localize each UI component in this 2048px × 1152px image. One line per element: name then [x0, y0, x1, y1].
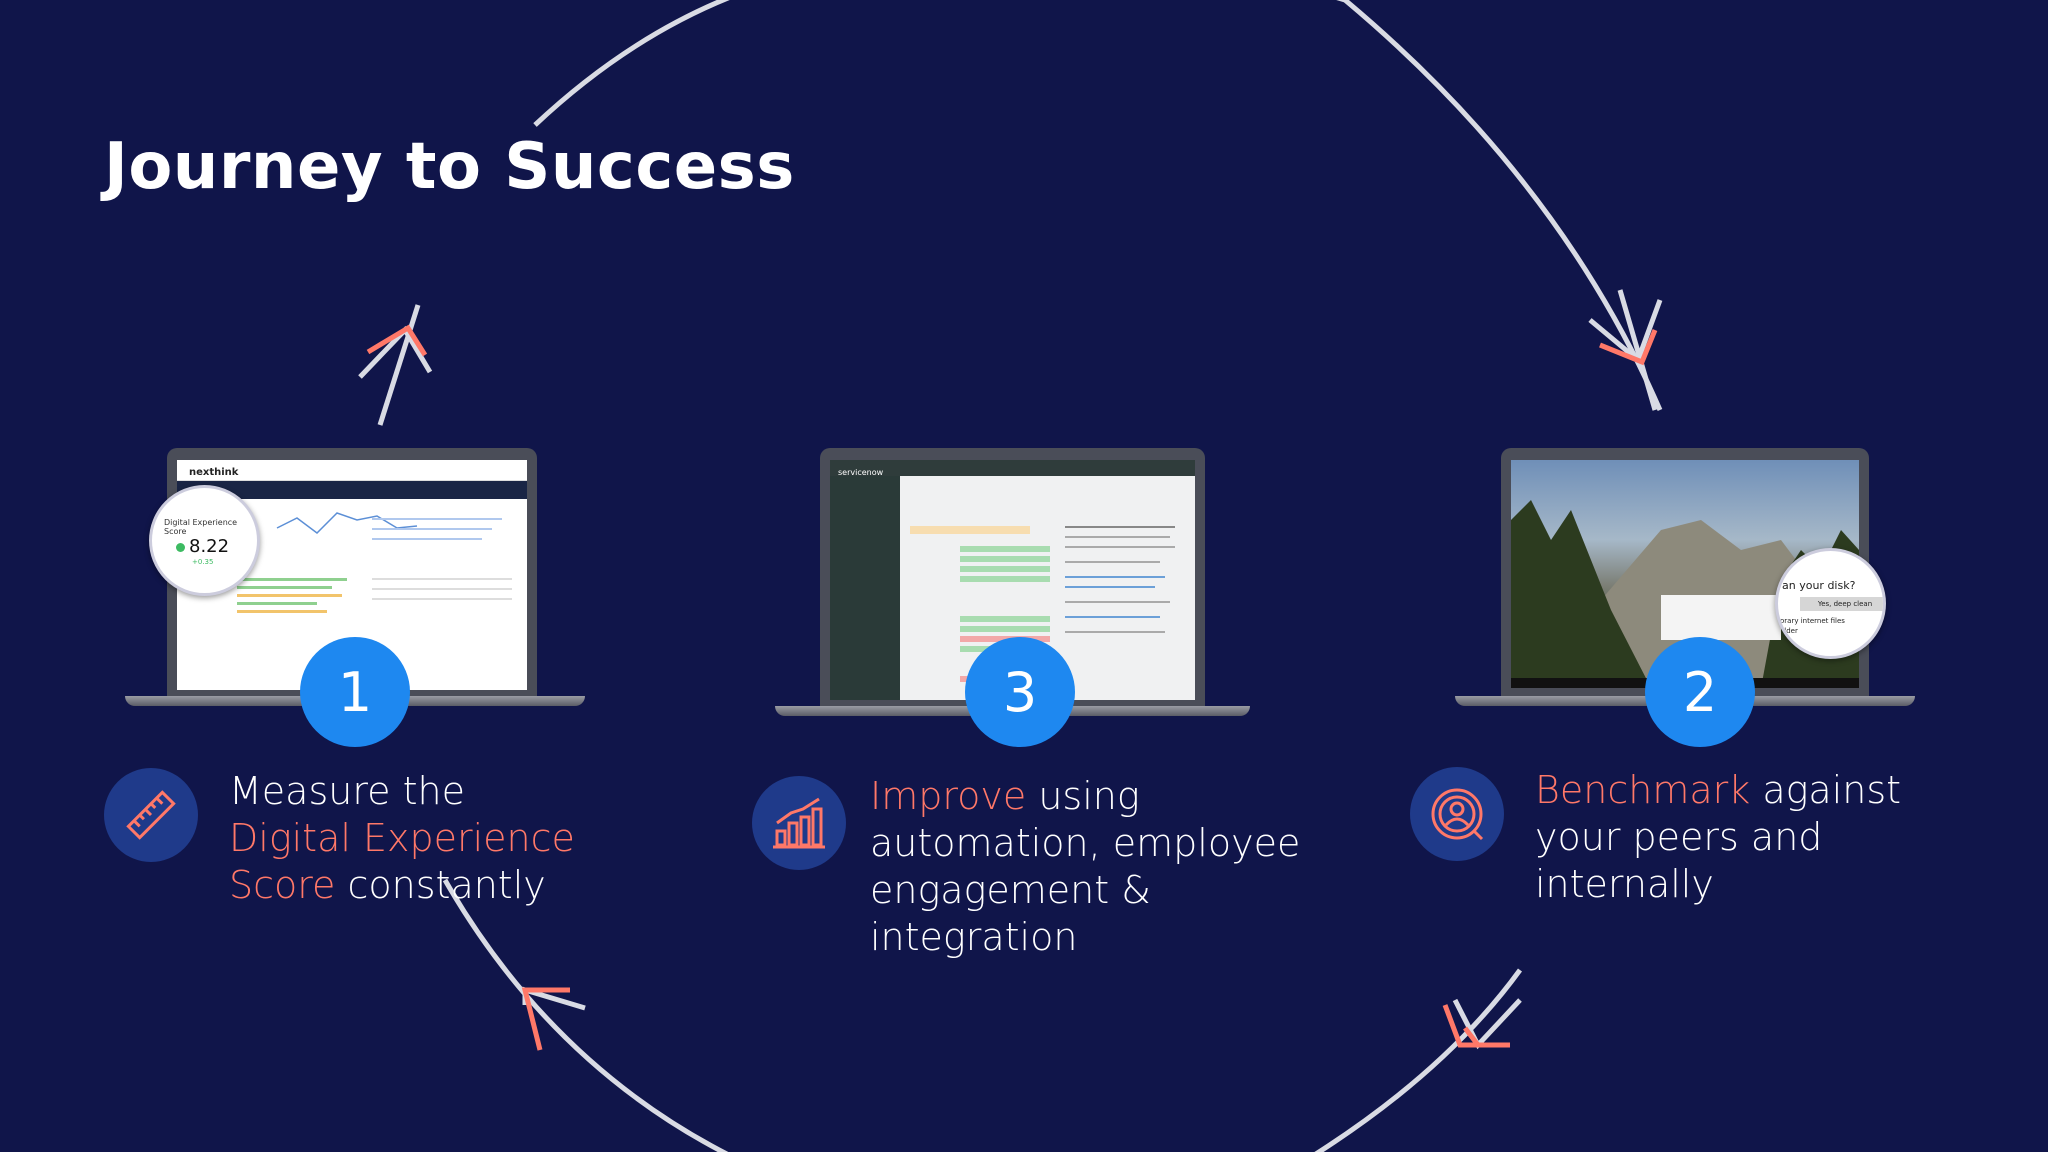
step-badge-2: 2 — [1645, 637, 1755, 747]
servicenow-sidebar — [830, 476, 900, 700]
brand-logo: nexthink — [189, 467, 239, 478]
arrow-downleft-icon — [1442, 998, 1522, 1050]
top-arc — [533, 0, 1663, 411]
dialog-question: an your disk? — [1782, 579, 1856, 592]
step-1-description: Measure the Digital Experience Score con… — [229, 768, 589, 909]
step-2-text-post: against your peers and internally — [1535, 768, 1902, 906]
ruler-icon — [104, 768, 198, 862]
step-3-text-post: using automation, employee engagement & … — [870, 774, 1301, 959]
score-widget: Digital Experience Score 8.22 +0.35 — [149, 485, 260, 596]
servicenow-header: servicenow — [830, 460, 1195, 477]
step-1-accent: Digital Experience Score — [229, 816, 575, 907]
brand-logo: servicenow — [838, 468, 884, 477]
dialog-option: orary internet files — [1780, 617, 1845, 625]
step-1-text-pre: Measure the — [229, 769, 465, 813]
dashboard-subheader — [177, 481, 527, 499]
bar-chart-icon — [752, 776, 846, 870]
arrow-upleft-icon — [521, 986, 586, 1051]
cleanup-dialog — [1661, 595, 1781, 640]
step-3-description: Improve using automation, employee engag… — [870, 773, 1340, 961]
step-3-accent: Improve — [870, 774, 1027, 818]
score-dot — [176, 543, 185, 552]
deep-clean-button[interactable]: Yes, deep clean — [1800, 597, 1883, 611]
arrow-down-icon — [1588, 289, 1663, 411]
score-delta: +0.35 — [192, 558, 214, 566]
arrow-up-icon — [358, 304, 433, 426]
bottom-arc — [442, 878, 1523, 1152]
laptop-dashboard: nexthink Digital Experience Score 8 — [125, 448, 585, 710]
step-badge-3: 3 — [965, 637, 1075, 747]
user-target-icon — [1410, 767, 1504, 861]
dashboard-chart — [237, 512, 512, 613]
step-badge-1: 1 — [300, 637, 410, 747]
dialog-zoom: an your disk? Yes, deep clean orary inte… — [1775, 548, 1886, 659]
score-label: Digital Experience Score — [164, 518, 238, 536]
step-2-accent: Benchmark — [1535, 768, 1751, 812]
slide-title: Journey to Success — [104, 130, 795, 204]
score-value: 8.22 — [189, 536, 230, 557]
dashboard-header: nexthink — [177, 460, 527, 481]
step-2-description: Benchmark against your peers and interna… — [1535, 767, 1995, 908]
dialog-option-2: older — [1780, 627, 1798, 635]
step-1-text-post: constantly — [335, 863, 546, 907]
